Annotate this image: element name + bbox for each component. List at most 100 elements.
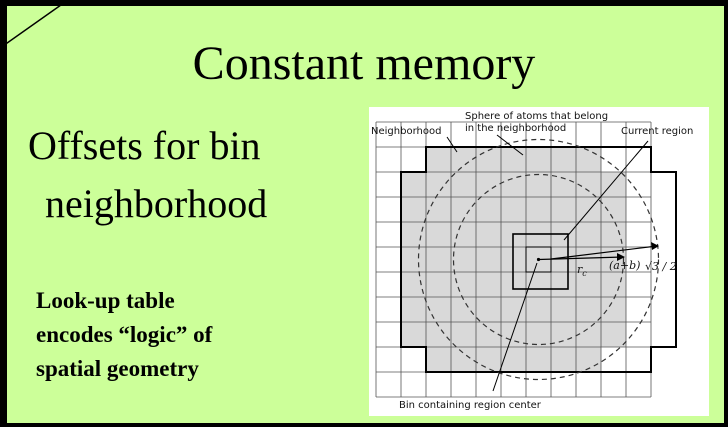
grid-cell: [451, 172, 476, 197]
grid-cell: [626, 297, 651, 322]
grid-cell: [401, 122, 426, 147]
grid-cell: [576, 222, 601, 247]
grid-cell: [476, 222, 501, 247]
grid-cell: [626, 197, 651, 222]
grid-cell: [376, 172, 401, 197]
grid-cell: [601, 197, 626, 222]
grid-cell: [426, 347, 451, 372]
grid-cell: [551, 347, 576, 372]
grid-cell: [601, 172, 626, 197]
grid-cell: [501, 322, 526, 347]
grid-cell: [551, 272, 576, 297]
grid-cell: [401, 197, 426, 222]
grid-cell: [451, 322, 476, 347]
grid-cell: [601, 372, 626, 397]
grid-cell: [376, 147, 401, 172]
grid-cell: [526, 147, 551, 172]
grid-cell: [576, 347, 601, 372]
grid-cell: [426, 372, 451, 397]
inner-cutoff-circle: [452, 173, 625, 346]
grid-cell: [426, 297, 451, 322]
grid-cell: [476, 122, 501, 147]
grid-cell: [401, 147, 426, 172]
neighborhood-diagram: Neighborhood Sphere of atoms that belong…: [369, 107, 709, 416]
grid-cell: [426, 172, 451, 197]
grid-cell: [501, 122, 526, 147]
grid-cell: [376, 347, 401, 372]
grid-cell: [551, 297, 576, 322]
grid-cell: [476, 372, 501, 397]
grid-cell: [451, 197, 476, 222]
grid-cell: [501, 172, 526, 197]
grid-cell: [426, 272, 451, 297]
current-region-leader: [563, 140, 649, 241]
grid-cell: [376, 372, 401, 397]
radius-arrow-head: [651, 242, 659, 250]
grid-cell: [626, 222, 651, 247]
grid-cell: [601, 122, 626, 147]
rc-arrow-head: [617, 253, 625, 261]
grid-cell: [426, 197, 451, 222]
grid-cell: [376, 122, 401, 147]
grid-cell: [376, 297, 401, 322]
grid-cell: [451, 147, 476, 172]
grid-cell: [551, 372, 576, 397]
grid-cell: [501, 147, 526, 172]
slide-title: Constant memory: [192, 37, 536, 90]
bin-center-leader: [492, 262, 538, 392]
grid-cell: [526, 122, 551, 147]
grid-cell: [501, 197, 526, 222]
grid-cell: [401, 347, 426, 372]
grid-cell: [576, 172, 601, 197]
subtitle-line-1: Offsets for bin: [28, 123, 261, 168]
grid-cell: [601, 322, 626, 347]
grid-cell: [476, 247, 501, 272]
grid-cell: [626, 322, 651, 347]
grid-cell: [476, 197, 501, 222]
label-sphere-line-1: Sphere of atoms that belong: [465, 111, 608, 122]
grid-cell: [576, 322, 601, 347]
grid-cell: [576, 372, 601, 397]
grid-cell: [526, 322, 551, 347]
grid-cell: [551, 147, 576, 172]
neighborhood-leader: [446, 136, 458, 153]
label-current-region: Current region: [621, 126, 693, 137]
grid-cell: [426, 122, 451, 147]
grid-cell: [376, 322, 401, 347]
grid-cell: [476, 297, 501, 322]
grid-cell: [501, 297, 526, 322]
label-rc: rc: [577, 263, 587, 278]
grid-cell: [526, 197, 551, 222]
grid-cell: [601, 272, 626, 297]
label-radius-factor: √3 / 2: [645, 260, 677, 273]
grid-cell: [501, 347, 526, 372]
grid-cell: [426, 247, 451, 272]
label-neighborhood: Neighborhood: [371, 126, 441, 137]
grid-cell: [451, 247, 476, 272]
grid-cell: [476, 347, 501, 372]
grid-cell: [551, 197, 576, 222]
grid-cell: [526, 172, 551, 197]
grid-cell: [601, 297, 626, 322]
grid-cell: [476, 147, 501, 172]
note-line-2: encodes “logic” of: [36, 322, 213, 347]
grid-cell: [451, 297, 476, 322]
grid-cell: [476, 172, 501, 197]
grid-cell: [376, 222, 401, 247]
grid-cell: [476, 322, 501, 347]
grid-cell: [526, 297, 551, 322]
grid-cell: [576, 122, 601, 147]
slide-subtitle: Offsets for bin neighborhood: [28, 117, 368, 233]
grid-cell: [451, 347, 476, 372]
grid-cell: [576, 247, 601, 272]
grid-cell: [401, 297, 426, 322]
grid-cell: [626, 147, 651, 172]
grid-cell: [401, 272, 426, 297]
grid-cell: [501, 372, 526, 397]
grid-cell: [601, 147, 626, 172]
grid-cell: [576, 272, 601, 297]
grid-cell: [626, 347, 651, 372]
corner-decoration-line: [0, 0, 69, 49]
note-line-3: spatial geometry: [36, 356, 199, 381]
grid-cell: [376, 247, 401, 272]
